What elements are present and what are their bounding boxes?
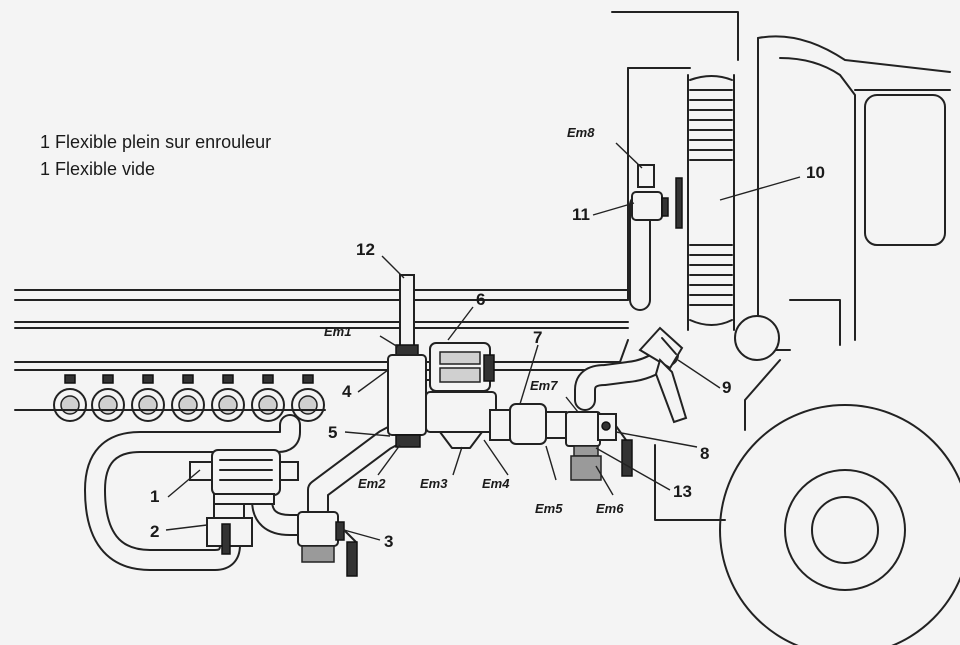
truck-wheel xyxy=(654,404,960,645)
label-em1: Em1 xyxy=(324,324,351,339)
label-8: 8 xyxy=(700,444,709,463)
label-2: 2 xyxy=(150,522,159,541)
label-10: 10 xyxy=(806,163,825,182)
label-em8: Em8 xyxy=(567,125,595,140)
label-em3: Em3 xyxy=(420,476,448,491)
connecting-hoses xyxy=(251,194,679,536)
label-em5: Em5 xyxy=(535,501,563,516)
label-12: 12 xyxy=(356,240,375,259)
flow-meter xyxy=(425,342,497,449)
hose-reel xyxy=(687,74,780,361)
label-5: 5 xyxy=(328,423,337,442)
label-1: 1 xyxy=(150,487,159,506)
label-13: 13 xyxy=(673,482,692,501)
reel-inlet-valve xyxy=(631,164,683,229)
lower-valve xyxy=(297,511,358,577)
legend-line-2: 1 Flexible vide xyxy=(40,159,155,179)
label-6: 6 xyxy=(476,290,485,309)
vent-pipe xyxy=(399,274,415,351)
leader-lines xyxy=(165,142,801,541)
frame-detail xyxy=(619,339,629,363)
truck-cab xyxy=(611,11,951,431)
label-3: 3 xyxy=(384,532,393,551)
delivery-nozzle xyxy=(638,326,688,424)
label-em4: Em4 xyxy=(482,476,510,491)
delivery-pipe xyxy=(489,403,567,445)
label-7: 7 xyxy=(533,328,542,347)
label-em6: Em6 xyxy=(596,501,624,516)
label-11: 11 xyxy=(572,205,590,224)
label-4: 4 xyxy=(342,382,352,401)
label-9: 9 xyxy=(722,378,731,397)
label-em7: Em7 xyxy=(530,378,558,393)
suction-hose-loop xyxy=(84,414,301,571)
legend-line-1: 1 Flexible plein sur enrouleur xyxy=(40,132,271,152)
label-em2: Em2 xyxy=(358,476,386,491)
compartment-valves xyxy=(34,374,326,422)
pump-unit xyxy=(189,449,299,555)
chassis-frame xyxy=(14,289,629,411)
filter-unit xyxy=(387,344,437,448)
